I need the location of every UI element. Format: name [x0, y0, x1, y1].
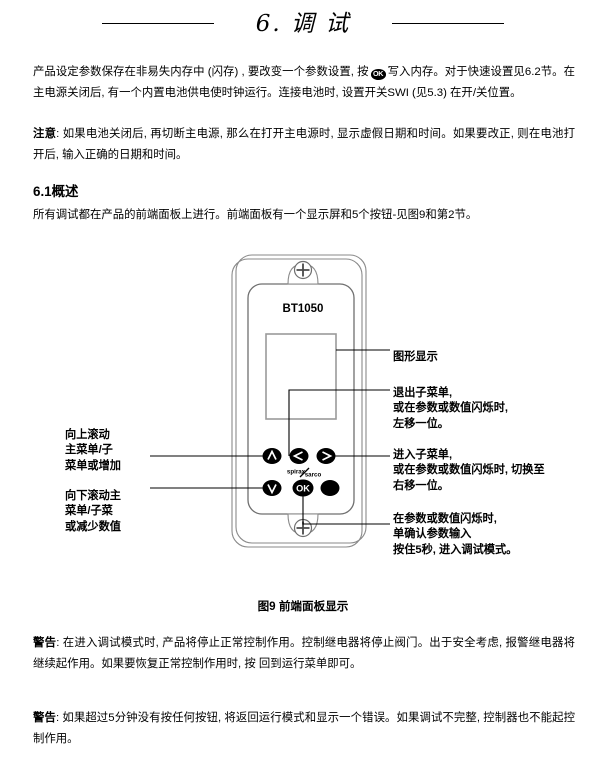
button-ok: OK	[292, 479, 314, 497]
note-text: : 如果电池关闭后, 再切断主电源, 那么在打开主电源时, 显示虚假日期和时间。…	[33, 128, 575, 161]
display-screen	[265, 333, 337, 420]
warning-paragraph-2: 警告: 如果超过5分钟没有按任何按钮, 将返回运行模式和显示一个错误。如果调试不…	[33, 708, 575, 749]
annotation-right-button: 进入子菜单, 或在参数或数值闪烁时, 切换至 右移一位。	[393, 449, 545, 492]
figure-caption: 图9 前端面板显示	[257, 600, 349, 613]
screw-top	[287, 260, 319, 285]
annotation-display: 图形显示	[393, 351, 438, 363]
section-body-6-1: 所有调试都在产品的前端面板上进行。前端面板有一个显示屏和5个按钮-见图9和第2节…	[33, 209, 478, 221]
page-title: 6. 调 试	[255, 11, 351, 37]
button-left	[289, 448, 309, 464]
header-rule-right	[392, 22, 505, 24]
warning-paragraph-1: 警告: 在进入调试模式时, 产品将停止正常控制作用。控制继电器将停止阀门。出于安…	[33, 633, 575, 674]
button-dot	[320, 480, 340, 496]
warning-1-text: : 在进入调试模式时, 产品将停止正常控制作用。控制继电器将停止阀门。出于安全考…	[33, 637, 575, 670]
note-label: 注意	[33, 128, 57, 140]
panel-model-label: BT1050	[283, 303, 324, 315]
page-header: 6. 调 试	[0, 0, 606, 46]
annotation-ok-button: 在参数或数值闪烁时, 单确认参数输入 按住5秒, 进入调试模式。	[393, 513, 518, 556]
paragraph-intro-part2: 写入内存。对于快速设置见6.2节。在主电源关闭后, 有一个内置电池供电使时钟运行…	[33, 66, 575, 99]
svg-text:spirax: spirax	[287, 469, 306, 476]
ok-button-icon: OK	[370, 69, 386, 80]
button-up	[262, 448, 282, 464]
paragraph-intro-part1: 产品设定参数保存在非易失内存中 (闪存) , 要改变一个参数设置, 按	[33, 66, 369, 78]
warning-2-label: 警告	[33, 712, 56, 724]
header-rule-left	[101, 22, 214, 24]
paragraph-note: 注意: 如果电池关闭后, 再切断主电源, 那么在打开主电源时, 显示虚假日期和时…	[33, 124, 575, 165]
annotation-up-button: 向上滚动 主菜单/子 菜单或增加	[65, 429, 121, 472]
svg-text:sarco: sarco	[305, 472, 322, 479]
annotation-down-button: 向下滚动主 菜单/子菜 或减少数值	[65, 490, 121, 533]
svg-text:OK: OK	[296, 484, 310, 494]
figure-front-panel: OK BT1050 spirax sarco	[0, 240, 606, 620]
brand-logo-spirax-sarco: spirax sarco	[287, 467, 322, 479]
warning-1-label: 警告	[33, 637, 57, 649]
annotation-left-button: 退出子菜单, 或在参数或数值闪烁时, 左移一位。	[393, 387, 508, 430]
warning-2-text: : 如果超过5分钟没有按任何按钮, 将返回运行模式和显示一个错误。如果调试不完整…	[33, 712, 575, 745]
button-right	[316, 448, 336, 464]
button-down	[262, 480, 282, 496]
section-heading-6-1: 6.1概述	[33, 184, 79, 199]
